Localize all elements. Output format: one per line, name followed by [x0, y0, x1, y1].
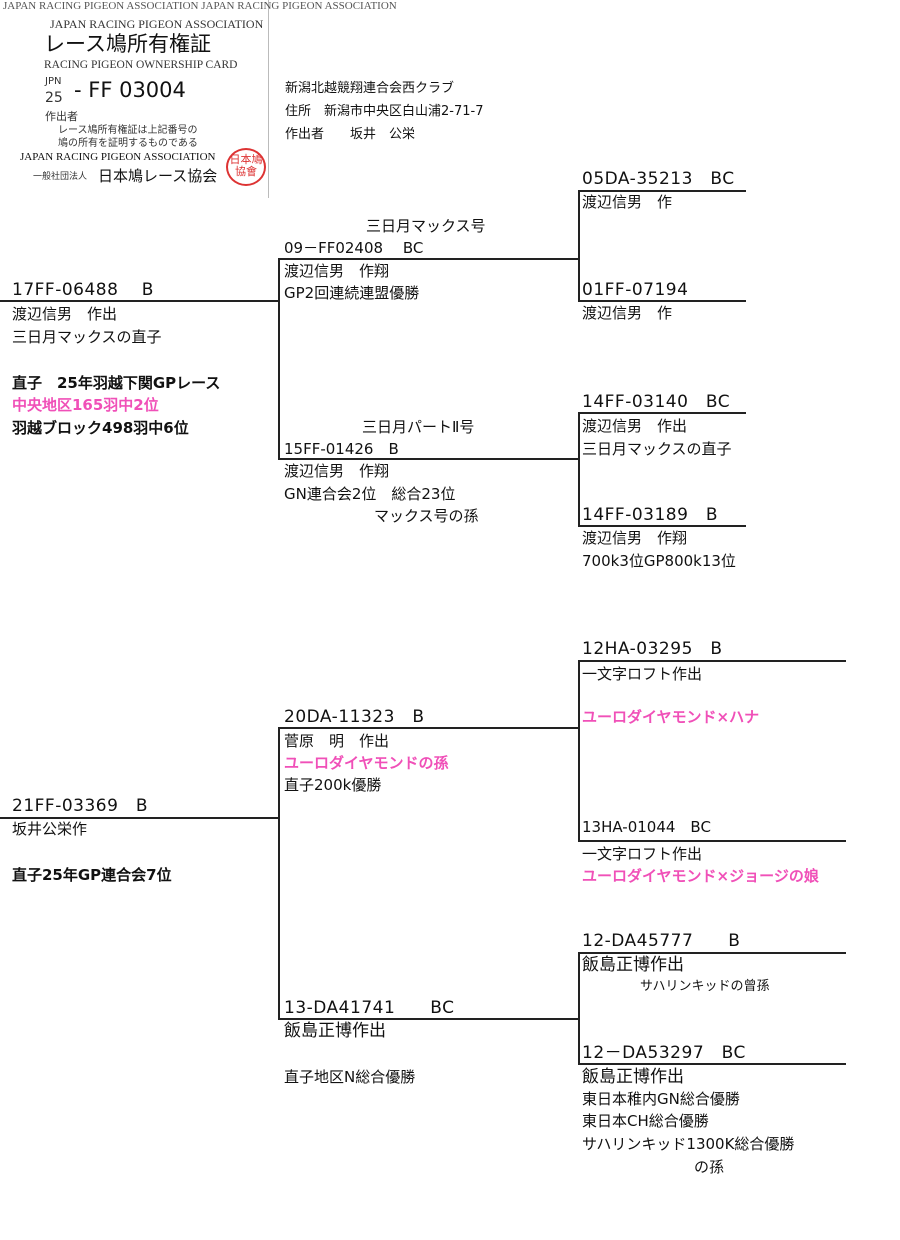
sire-sire-ring: 05DA-35213 BC: [582, 169, 735, 189]
dam-note: マックス号の孫: [374, 507, 479, 525]
subject-perf: 直子25年GP連合会7位: [12, 866, 172, 884]
card-assoc-prefix: 一般社団法人: [33, 172, 88, 182]
sire2-note: 直子200k優勝: [284, 776, 382, 794]
dam2-dam-note: 東日本稚内GN総合優勝: [582, 1090, 740, 1108]
subject-ring: 17FF-06488 B: [12, 280, 154, 300]
sire-name: 三日月マックス号: [366, 217, 486, 235]
dam-dam-ring: 14FF-03189 B: [582, 505, 719, 525]
card-border-text: JAPAN RACING PIGEON ASSOCIATION JAPAN RA…: [3, 0, 397, 12]
dam-sire-note: 三日月マックスの直子: [582, 440, 732, 458]
sire2-sire-breeder: 一文字ロフト作出: [582, 665, 703, 683]
dam2-dam-note: の孫: [694, 1158, 725, 1176]
sire-note: GP2回連続連盟優勝: [284, 284, 420, 302]
sire2-sire-ring: 12HA-03295 B: [582, 639, 723, 659]
dam2-ring: 13-DA41741 BC: [284, 998, 455, 1018]
dam2-note: 直子地区N総合優勝: [284, 1068, 416, 1086]
line: [578, 952, 846, 954]
line: [0, 817, 278, 819]
dam2-breeder: 飯島正博作出: [284, 1021, 386, 1041]
association-seal: 日本鳩協會: [226, 148, 266, 186]
line: [578, 525, 746, 527]
line: [278, 258, 280, 459]
dam2-sire-ring: 12-DA45777 B: [582, 931, 741, 951]
subject-perf: 中央地区165羽中2位: [12, 396, 159, 414]
address: 住所 新潟市中央区白山浦2-71-7: [285, 104, 484, 119]
line: [278, 1018, 578, 1020]
subject-note: 三日月マックスの直子: [12, 328, 162, 346]
sire2-sire-note: ユーロダイヤモンド×ハナ: [582, 708, 760, 726]
dam-ring: 15FF-01426 B: [284, 440, 399, 458]
line: [278, 458, 578, 460]
line: [578, 300, 746, 302]
card-ring-number: - FF 03004: [74, 78, 186, 102]
line: [578, 190, 746, 192]
subject-breeder: 坂井公栄作: [12, 820, 88, 838]
card-country: JPN: [45, 76, 62, 87]
card-title-jp: レース鳩所有権証: [44, 32, 211, 56]
card-breeder-label: 作出者: [45, 110, 78, 123]
line: [578, 660, 846, 662]
sire2-dam-breeder: 一文字ロフト作出: [582, 845, 703, 863]
line: [578, 660, 580, 841]
sire-dam-breeder: 渡辺信男 作: [582, 304, 673, 322]
dam2-dam-breeder: 飯島正博作出: [582, 1067, 684, 1087]
subject-perf: 羽越ブロック498羽中6位: [12, 419, 189, 437]
sire-ring: 09－FF02408 BC: [284, 239, 424, 257]
sire-dam-ring: 01FF-07194: [582, 280, 689, 300]
dam2-sire-note: サハリンキッドの曾孫: [640, 979, 770, 994]
line: [578, 190, 580, 301]
card-note-1: レース鳩所有権証は上記番号の: [58, 125, 198, 136]
line: [0, 300, 278, 302]
card-assoc-en-bottom: JAPAN RACING PIGEON ASSOCIATION: [20, 151, 216, 163]
dam2-dam-note: 東日本CH総合優勝: [582, 1112, 709, 1130]
dam-note: GN連合会2位 総合23位: [284, 485, 456, 503]
sire2-note: ユーロダイヤモンドの孫: [284, 754, 449, 772]
card-assoc-en: JAPAN RACING PIGEON ASSOCIATION: [50, 17, 264, 31]
line: [578, 1063, 846, 1065]
sire2-dam-note: ユーロダイヤモンド×ジョージの娘: [582, 867, 819, 885]
line: [578, 412, 580, 526]
line: [578, 840, 846, 842]
dam-dam-breeder: 渡辺信男 作翔: [582, 529, 688, 547]
line: [578, 412, 746, 414]
line: [578, 952, 580, 1064]
card-assoc-jp: 日本鳩レース協会: [98, 167, 218, 185]
subject-ring: 21FF-03369 B: [12, 796, 149, 816]
dam-sire-breeder: 渡辺信男 作出: [582, 417, 688, 435]
breeder-header: 作出者 坂井 公栄: [285, 127, 416, 142]
dam-name: 三日月パートⅡ号: [362, 418, 475, 436]
subject-breeder: 渡辺信男 作出: [12, 305, 118, 323]
dam-dam-note: 700k3位GP800k13位: [582, 552, 736, 570]
dam2-dam-note: サハリンキッド1300K総合優勝: [582, 1135, 795, 1153]
dam-sire-ring: 14FF-03140 BC: [582, 392, 731, 412]
card-year: 25: [45, 90, 63, 106]
line: [278, 727, 578, 729]
sire2-ring: 20DA-11323 B: [284, 707, 425, 727]
card-note-2: 鳩の所有を証明するものである: [58, 138, 198, 149]
sire-sire-breeder: 渡辺信男 作: [582, 193, 673, 211]
dam2-sire-breeder: 飯島正博作出: [582, 955, 684, 975]
line: [278, 727, 280, 1019]
sire-breeder: 渡辺信男 作翔: [284, 262, 390, 280]
sire2-dam-ring: 13HA-01044 BC: [582, 818, 711, 836]
card-title-en: RACING PIGEON OWNERSHIP CARD: [44, 59, 238, 71]
subject-perf: 直子 25年羽越下関GPレース: [12, 374, 221, 392]
line: [278, 258, 578, 260]
club-name: 新潟北越競翔連合会西クラブ: [285, 81, 455, 96]
sire2-breeder: 菅原 明 作出: [284, 732, 390, 750]
dam2-dam-ring: 12－DA53297 BC: [582, 1043, 746, 1063]
dam-breeder: 渡辺信男 作翔: [284, 462, 390, 480]
ownership-card: JAPAN RACING PIGEON ASSOCIATION JAPAN RA…: [0, 0, 397, 198]
